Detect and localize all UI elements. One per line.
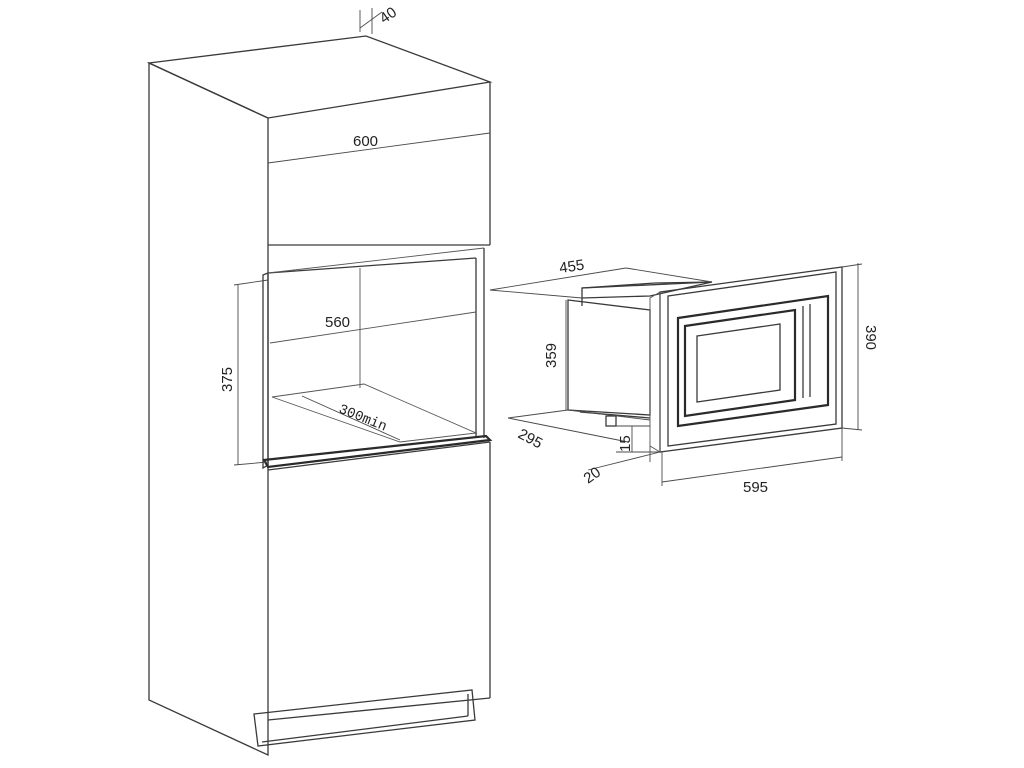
- cabinet-side-panel: [148, 61, 269, 757]
- cabinet-opening-frame: [262, 272, 269, 470]
- label-body-height: 359: [543, 343, 560, 368]
- label-front-offset: 20: [581, 464, 604, 487]
- opening-floor: [271, 383, 478, 443]
- label-depth-top: 40: [377, 4, 400, 27]
- label-width-outer: 600: [353, 133, 378, 150]
- built-in-microwave: [489, 263, 863, 486]
- label-appliance-depth: 455: [558, 257, 585, 277]
- dimension-line-20: [587, 451, 661, 471]
- dimension-line-295: [507, 409, 569, 419]
- dimension-line-455: [489, 267, 627, 291]
- appliance-foot: [605, 415, 617, 427]
- appliance-window: [683, 308, 797, 418]
- cabinet-plinth: [253, 689, 476, 747]
- tall-cabinet: [146, 8, 493, 757]
- label-frame-width: 595: [743, 479, 768, 496]
- appliance-body: [567, 299, 651, 416]
- label-width-inner: 560: [325, 314, 350, 331]
- appliance-door: [676, 294, 830, 428]
- label-lower-depth: 295: [515, 426, 545, 453]
- dimension-line-600: [267, 132, 491, 164]
- label-opening-height: 375: [219, 367, 236, 392]
- dimension-line-560: [269, 311, 477, 344]
- cabinet-top-surface: [146, 35, 493, 119]
- dimension-line-595: [661, 456, 843, 483]
- label-bottom-offset: 15: [617, 435, 634, 452]
- dimension-line-300min: [301, 395, 401, 441]
- label-frame-height: 390: [862, 325, 879, 350]
- opening-shelf: [262, 434, 493, 469]
- label-opening-depth-min: 300min: [336, 402, 389, 436]
